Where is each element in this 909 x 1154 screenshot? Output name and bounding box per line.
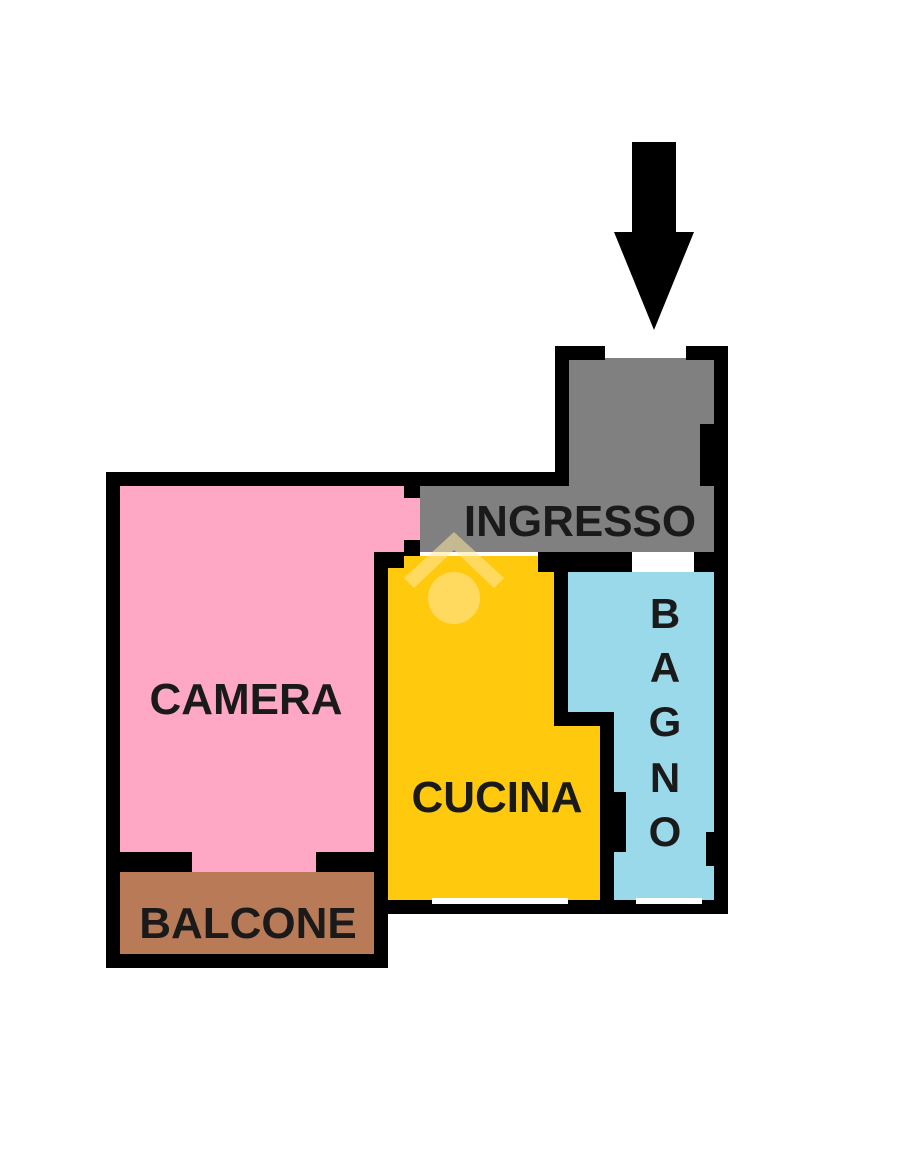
room-label-ingresso: INGRESSO xyxy=(464,497,696,546)
room-label-cucina: CUCINA xyxy=(411,773,582,822)
wall xyxy=(404,540,420,556)
wall xyxy=(600,712,614,914)
wall xyxy=(106,472,568,486)
room-label-bagno-letter: N xyxy=(650,754,680,801)
wall xyxy=(706,832,716,866)
room-camera-fill xyxy=(118,486,420,872)
room-label-camera: CAMERA xyxy=(149,675,342,724)
wall xyxy=(694,552,716,572)
room-label-bagno-letter: G xyxy=(649,698,682,745)
room-balcone-fill xyxy=(118,872,376,956)
wall xyxy=(106,954,388,968)
wall xyxy=(106,472,120,966)
room-label-bagno-letter: O xyxy=(649,808,682,855)
wall xyxy=(554,712,614,726)
room-ingresso-hall-fill xyxy=(418,486,716,552)
room-label-bagno-letter: B xyxy=(650,590,680,637)
window xyxy=(636,898,702,904)
wall xyxy=(316,852,388,872)
room-bagno-fill xyxy=(568,572,716,902)
wall xyxy=(554,566,568,724)
wall xyxy=(106,852,192,872)
room-label-bagno: B A G N O xyxy=(649,590,682,855)
wall xyxy=(714,346,728,914)
wall xyxy=(555,346,605,360)
room-ingresso-entry-fill xyxy=(568,358,716,494)
house-logo-watermark xyxy=(404,532,504,624)
walls xyxy=(106,346,728,968)
room-label-bagno-letter: A xyxy=(650,644,680,691)
room-label-balcone: BALCONE xyxy=(139,899,357,948)
wall xyxy=(374,552,404,568)
arrow-down-icon xyxy=(614,142,694,330)
wall xyxy=(612,792,626,852)
wall xyxy=(538,552,632,572)
wall xyxy=(555,346,569,486)
wall xyxy=(700,424,716,486)
wall xyxy=(404,484,420,498)
window xyxy=(432,898,568,904)
